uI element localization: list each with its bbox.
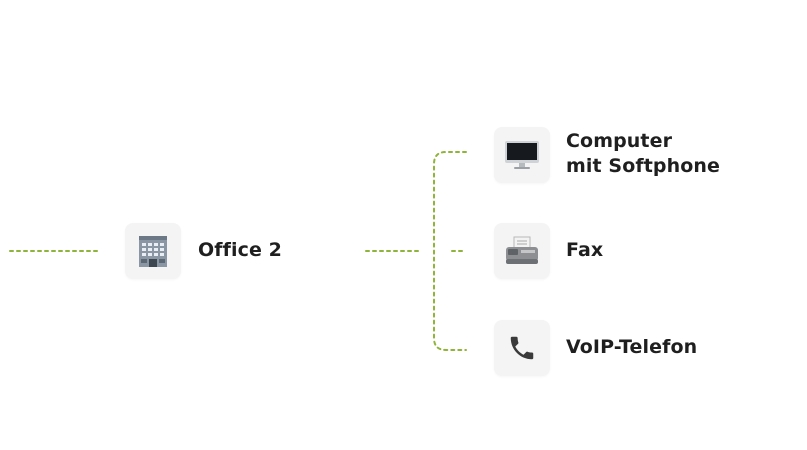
computer-node-tile [494, 127, 550, 183]
office-building-icon [139, 236, 167, 267]
office-node-tile [125, 223, 181, 279]
computer-label-line2: mit Softphone [566, 155, 720, 177]
telephone-handset-icon [510, 336, 534, 360]
phone-node-tile [494, 320, 550, 376]
computer-node-label: Computer mit Softphone [566, 129, 720, 179]
fax-node-tile [494, 223, 550, 279]
fax-node-label: Fax [566, 239, 604, 261]
phone-node-label: VoIP-Telefon [566, 336, 698, 358]
computer-label-line1: Computer [566, 130, 673, 152]
office-node-label: Office 2 [198, 239, 282, 261]
desktop-monitor-icon [505, 141, 539, 169]
fax-machine-icon [506, 236, 538, 264]
connector-branch-vertical [433, 151, 467, 351]
